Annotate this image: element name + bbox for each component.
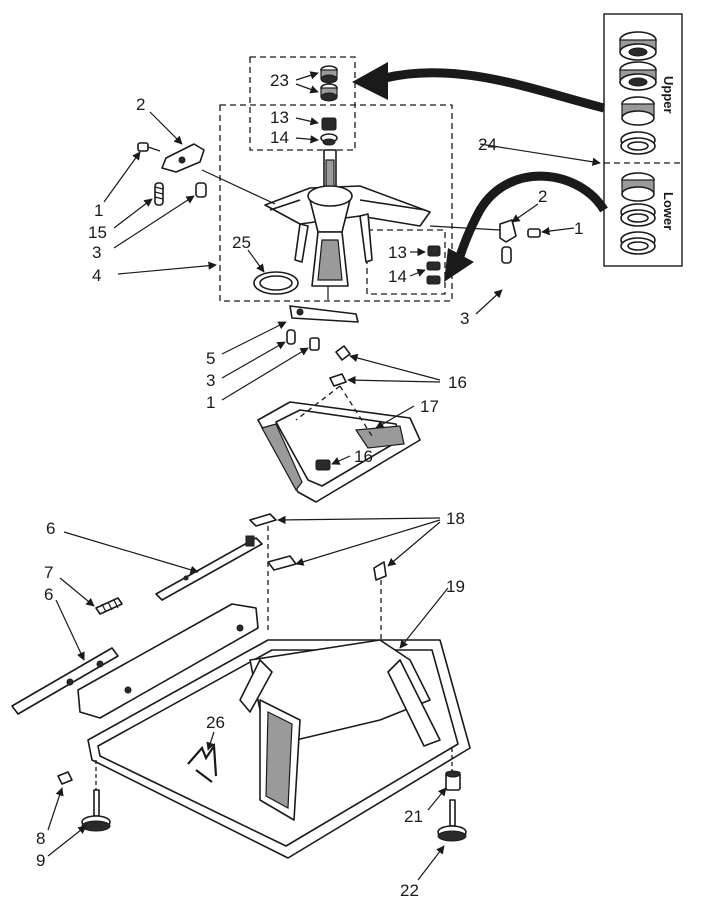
upper-bearing-1 bbox=[619, 31, 657, 61]
pad-16-c bbox=[315, 459, 331, 471]
callout-13-lower: 13 bbox=[388, 243, 407, 262]
upper-bearing-4 bbox=[620, 131, 656, 155]
bolt-1-left bbox=[137, 142, 161, 152]
lower-bearing-1 bbox=[621, 172, 655, 202]
guide-16-b bbox=[339, 385, 373, 437]
lower-bearing-2 bbox=[620, 203, 656, 227]
spring-7 bbox=[95, 597, 123, 615]
pad-16-a bbox=[335, 345, 351, 361]
callout-6-lower: 6 bbox=[44, 585, 53, 604]
clamp-2-right bbox=[499, 219, 517, 243]
bearing-13-lower bbox=[427, 245, 441, 257]
pad-18-b bbox=[267, 555, 297, 571]
bearing-14-lower bbox=[426, 261, 441, 285]
pad-18-a bbox=[249, 513, 277, 527]
callout-24: 24 bbox=[478, 135, 497, 154]
nut-3-left bbox=[195, 182, 207, 198]
callout-23: 23 bbox=[270, 71, 289, 90]
bracket-6-upper bbox=[155, 535, 263, 601]
guide-16-a bbox=[295, 385, 341, 421]
callout-25: 25 bbox=[232, 233, 251, 252]
bearing-14-upper bbox=[320, 133, 338, 146]
guide-line-left bbox=[201, 169, 276, 205]
pad-18-c bbox=[373, 561, 387, 581]
callout-16-upper: 16 bbox=[448, 373, 467, 392]
callout-6-upper: 6 bbox=[46, 519, 55, 538]
callout-1-center: 1 bbox=[206, 393, 215, 412]
bearing-23 bbox=[320, 65, 338, 102]
callout-1-left: 1 bbox=[94, 201, 103, 220]
callout-14-upper: 14 bbox=[270, 128, 289, 147]
callout-labels: 2 23 13 14 24 2 1 1 15 3 4 25 13 14 3 5 … bbox=[36, 71, 583, 900]
bolt-1-center bbox=[309, 337, 320, 351]
upper-bearing-3 bbox=[621, 96, 655, 126]
leader-lines bbox=[47, 71, 601, 881]
nut-21 bbox=[445, 770, 461, 791]
transmission-assembly bbox=[264, 149, 431, 300]
leveling-foot-9 bbox=[81, 789, 111, 832]
callout-18: 18 bbox=[446, 509, 465, 528]
callout-3-right: 3 bbox=[460, 309, 469, 328]
seal-ring-25 bbox=[253, 271, 299, 295]
callout-15: 15 bbox=[88, 223, 107, 242]
callout-1-right: 1 bbox=[574, 219, 583, 238]
nut-3-center bbox=[286, 329, 296, 345]
clamp-5 bbox=[289, 305, 359, 323]
nut-8 bbox=[57, 771, 73, 785]
callout-3-left: 3 bbox=[92, 243, 101, 262]
clamp-2-left bbox=[161, 143, 205, 173]
upper-label: Upper bbox=[661, 76, 676, 114]
callout-21: 21 bbox=[404, 807, 423, 826]
callout-2-right: 2 bbox=[538, 187, 547, 206]
lower-bearing-3 bbox=[620, 231, 656, 255]
upper-bearing-2 bbox=[619, 61, 657, 91]
callout-13-upper: 13 bbox=[270, 108, 289, 127]
nut-3-right bbox=[501, 246, 512, 264]
bearing-set-23-box bbox=[249, 56, 356, 151]
clip-26 bbox=[187, 742, 218, 783]
spring-15 bbox=[154, 182, 164, 206]
pad-16-b bbox=[329, 373, 347, 387]
guide-line-right bbox=[429, 225, 501, 231]
bolt-1-right bbox=[527, 228, 541, 238]
upper-kit-arrow bbox=[352, 62, 606, 113]
callout-3-center: 3 bbox=[206, 371, 215, 390]
callout-5: 5 bbox=[206, 349, 215, 368]
callout-22: 22 bbox=[400, 881, 419, 900]
callout-14-lower: 14 bbox=[388, 267, 407, 286]
callout-17: 17 bbox=[420, 397, 439, 416]
transmission-box bbox=[219, 104, 453, 302]
callout-2-left: 2 bbox=[136, 95, 145, 114]
callout-26: 26 bbox=[206, 713, 225, 732]
callout-19: 19 bbox=[446, 577, 465, 596]
bearing-kit-box: Upper Lower bbox=[603, 13, 683, 267]
callout-4: 4 bbox=[92, 266, 101, 285]
leveling-foot-22 bbox=[437, 799, 467, 842]
callout-9: 9 bbox=[36, 851, 45, 870]
bearing-13-upper bbox=[321, 117, 337, 131]
base-frame-19 bbox=[77, 603, 471, 859]
callout-8: 8 bbox=[36, 829, 45, 848]
bracket-6-lower bbox=[11, 647, 119, 715]
callout-16-lower: 16 bbox=[354, 447, 373, 466]
lower-label: Lower bbox=[661, 192, 676, 230]
callout-7: 7 bbox=[44, 563, 53, 582]
